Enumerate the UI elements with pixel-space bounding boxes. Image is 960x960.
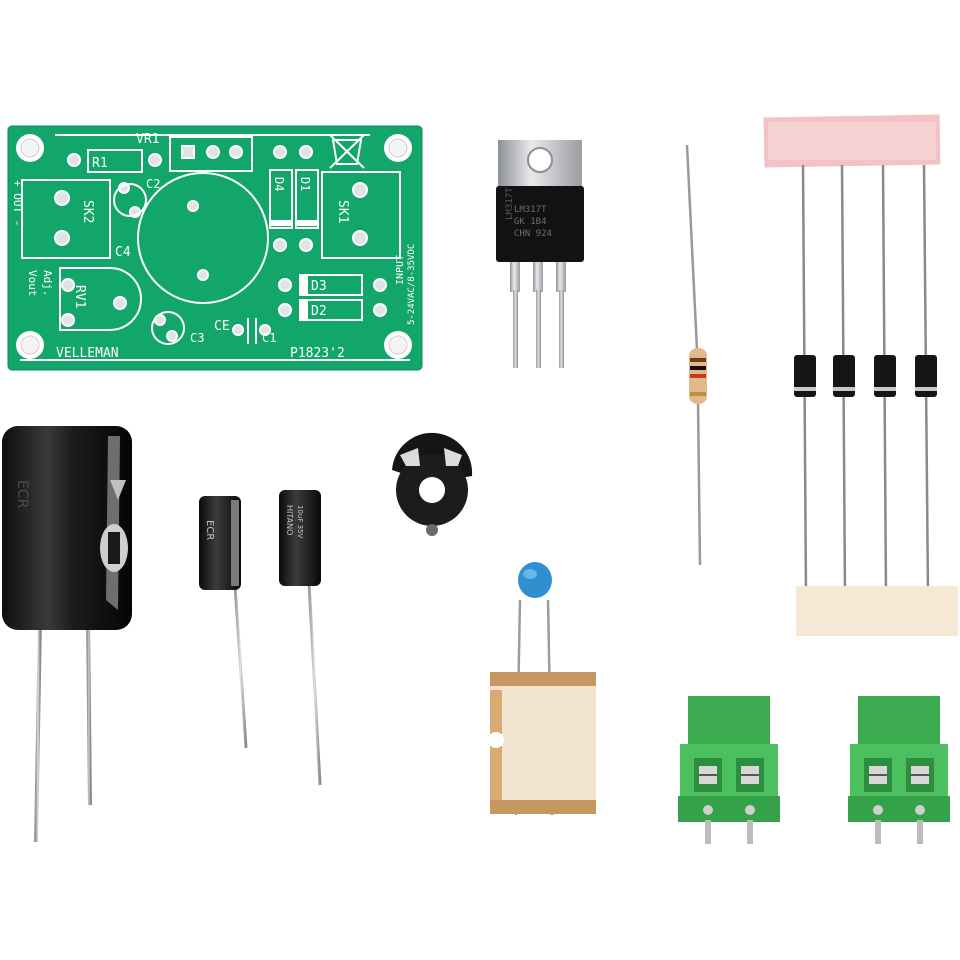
label-vout: Vout: [26, 270, 39, 297]
capacitor-small-1: ECR: [199, 496, 248, 790]
mounting-holes: [16, 134, 412, 359]
silkscreen-outlines: [20, 134, 410, 361]
voltage-regulator-to220: LM317T LM317T GK 1B4 CHN 924: [496, 140, 584, 368]
diode-strip: [763, 114, 958, 636]
regulator-marking-c: CHN 924: [514, 229, 552, 239]
weee-bin-icon: [329, 134, 365, 169]
label-sk2: SK2: [80, 200, 95, 223]
silkscreen-fills: [270, 220, 318, 320]
label-d1: D1: [298, 177, 312, 191]
label-vr1: VR1: [136, 132, 159, 147]
label-brand: VELLEMAN: [56, 346, 119, 361]
label-sk1: SK1: [335, 200, 350, 223]
label-model: P1823'2: [290, 346, 345, 361]
cap-small-1-marking: ECR: [204, 520, 215, 540]
cap-small-2-marking: HITANO: [285, 505, 294, 535]
capacitor-large: ECR: [2, 426, 132, 843]
terminal-block-2: [848, 696, 950, 844]
label-d2: D2: [311, 304, 327, 319]
label-c4: C4: [115, 245, 131, 260]
label-r1: R1: [92, 156, 108, 171]
capacitor-small-2: HITANO 10uF 35V: [279, 490, 322, 786]
regulator-marking-a: LM317T: [514, 205, 547, 215]
label-rv1: RV1: [72, 285, 87, 308]
label-c2: C2: [146, 177, 160, 191]
ce-mark-icon: CE: [214, 319, 230, 334]
label-c1: C1: [262, 331, 276, 345]
terminal-block-1: [678, 696, 780, 844]
cap-small-2-rating: 10uF 35V: [296, 505, 304, 539]
label-input-range: 5-24VAC/8-35VDC: [407, 244, 417, 325]
label-input: INPUT: [395, 255, 406, 285]
label-adj: Adj.: [41, 270, 54, 297]
cap-large-marking: ECR: [14, 480, 30, 509]
pcb-board: VR1 R1 C2 SK2 C4 D4 D1 SK1 RV1 D3 D2 C3 …: [7, 125, 423, 371]
regulator-marking-b: GK 1B4: [514, 217, 547, 227]
label-d4: D4: [272, 177, 286, 191]
label-c3: C3: [190, 331, 204, 345]
trimmer-potentiometer: [392, 432, 473, 536]
solder-pads: [54, 145, 387, 342]
ceramic-capacitor: [488, 562, 596, 816]
label-d3: D3: [311, 279, 327, 294]
regulator-legs: [510, 262, 566, 368]
regulator-marking-1: LM317T: [505, 187, 515, 220]
resistor: [685, 144, 707, 566]
label-out: + OUT -: [11, 180, 24, 226]
